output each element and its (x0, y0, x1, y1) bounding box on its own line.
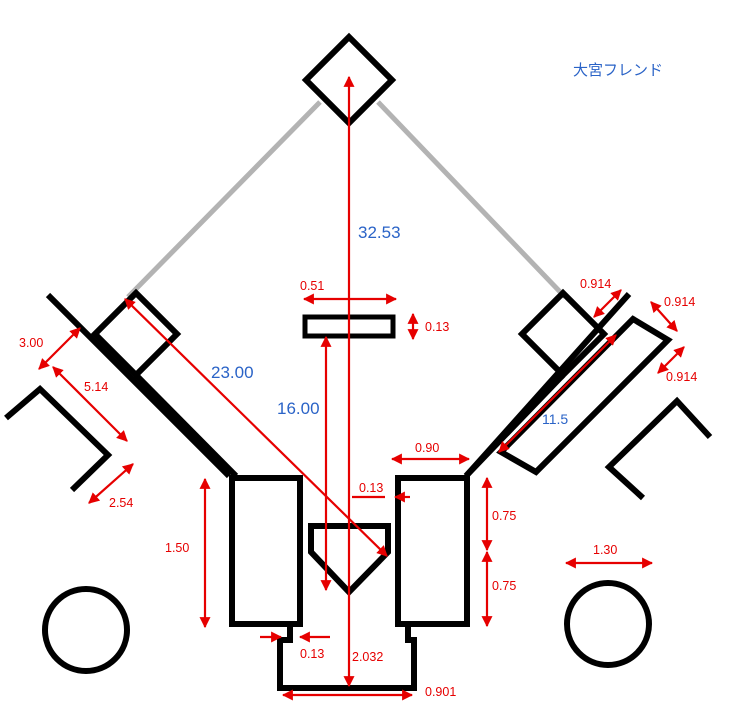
label-5-14: 5.14 (84, 380, 108, 394)
catchers-box (277, 624, 417, 691)
label-0-75-a: 0.75 (492, 509, 516, 523)
dim-line-23-00 (124, 298, 388, 557)
dim-line-3-00 (38, 327, 81, 370)
label-1-50: 1.50 (165, 541, 189, 555)
title: 大宮フレンド (573, 62, 663, 79)
on-deck-circle-right (564, 580, 652, 668)
label-0-13-rubber: 0.13 (425, 320, 449, 334)
dim-line-0-914-b (650, 301, 678, 332)
third-base-coach-box (4, 384, 113, 493)
label-2-032: 2.032 (352, 650, 383, 664)
label-0-13-box: 0.13 (359, 481, 383, 495)
third-base-foul-line (45, 292, 232, 479)
first-base-foul-line (463, 291, 632, 479)
dim-line-0-914-a (593, 289, 622, 318)
baseline-second-to-first (376, 100, 567, 299)
label-32-53: 32.53 (358, 223, 401, 242)
label-0-914-b: 0.914 (664, 295, 695, 309)
label-11-5: 11.5 (542, 411, 568, 427)
label-3-00: 3.00 (19, 336, 43, 350)
dim-line-5-14 (52, 366, 128, 442)
label-16-00: 16.00 (277, 399, 320, 418)
label-0-90: 0.90 (415, 441, 439, 455)
label-23-00: 23.00 (211, 363, 254, 382)
label-0-13-bottom: 0.13 (300, 647, 324, 661)
label-0-51: 0.51 (300, 279, 324, 293)
batters-box-left (229, 475, 303, 627)
third-base-line-inner (133, 372, 239, 479)
label-0-914-c: 0.914 (666, 370, 697, 384)
third-base (90, 288, 182, 380)
label-1-30: 1.30 (593, 543, 617, 557)
dim-line-2-54 (88, 463, 134, 504)
dim-line-0-914-c (657, 346, 685, 374)
on-deck-circle-left (42, 586, 130, 674)
label-0-901: 0.901 (425, 685, 456, 699)
label-2-54: 2.54 (109, 496, 133, 510)
dim-line-11-5 (498, 334, 617, 453)
batters-box-right (395, 475, 470, 627)
first-base-coach-box (604, 396, 713, 501)
label-0-914-a: 0.914 (580, 277, 611, 291)
label-0-75-b: 0.75 (492, 579, 516, 593)
baseline-third-to-second (126, 100, 322, 299)
